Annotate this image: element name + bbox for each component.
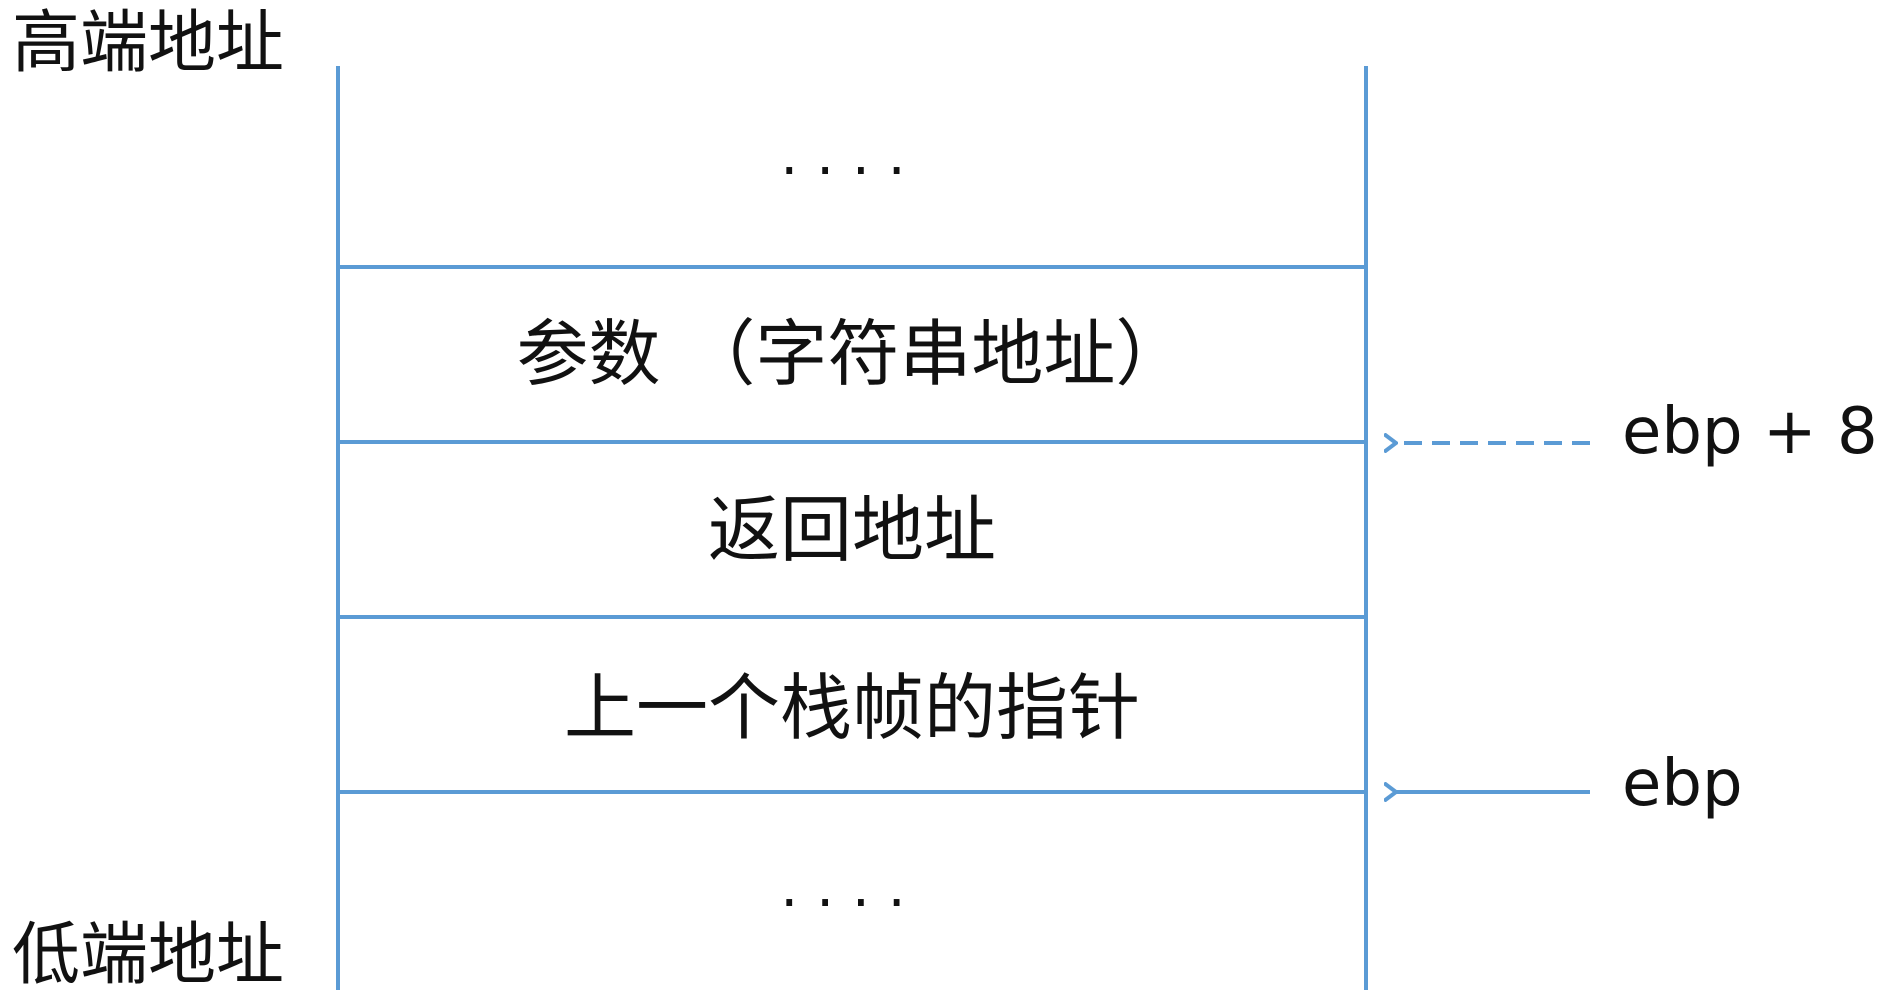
high-address-label: 高端地址: [12, 4, 285, 83]
stack-top-filler: ....: [780, 123, 924, 188]
ebp-label: ebp: [1622, 747, 1743, 821]
stack-bottom-filler: ....: [780, 855, 924, 920]
stack-cell-prev-frame: 上一个栈帧的指针: [563, 666, 1140, 750]
low-address-label: 低端地址: [12, 916, 285, 995]
stack-cell-return-address: 返回地址: [707, 488, 996, 572]
stack-cell-param: 参数 （字符串地址）: [516, 312, 1188, 396]
ebp-plus-8-label: ebp + 8: [1622, 395, 1878, 469]
